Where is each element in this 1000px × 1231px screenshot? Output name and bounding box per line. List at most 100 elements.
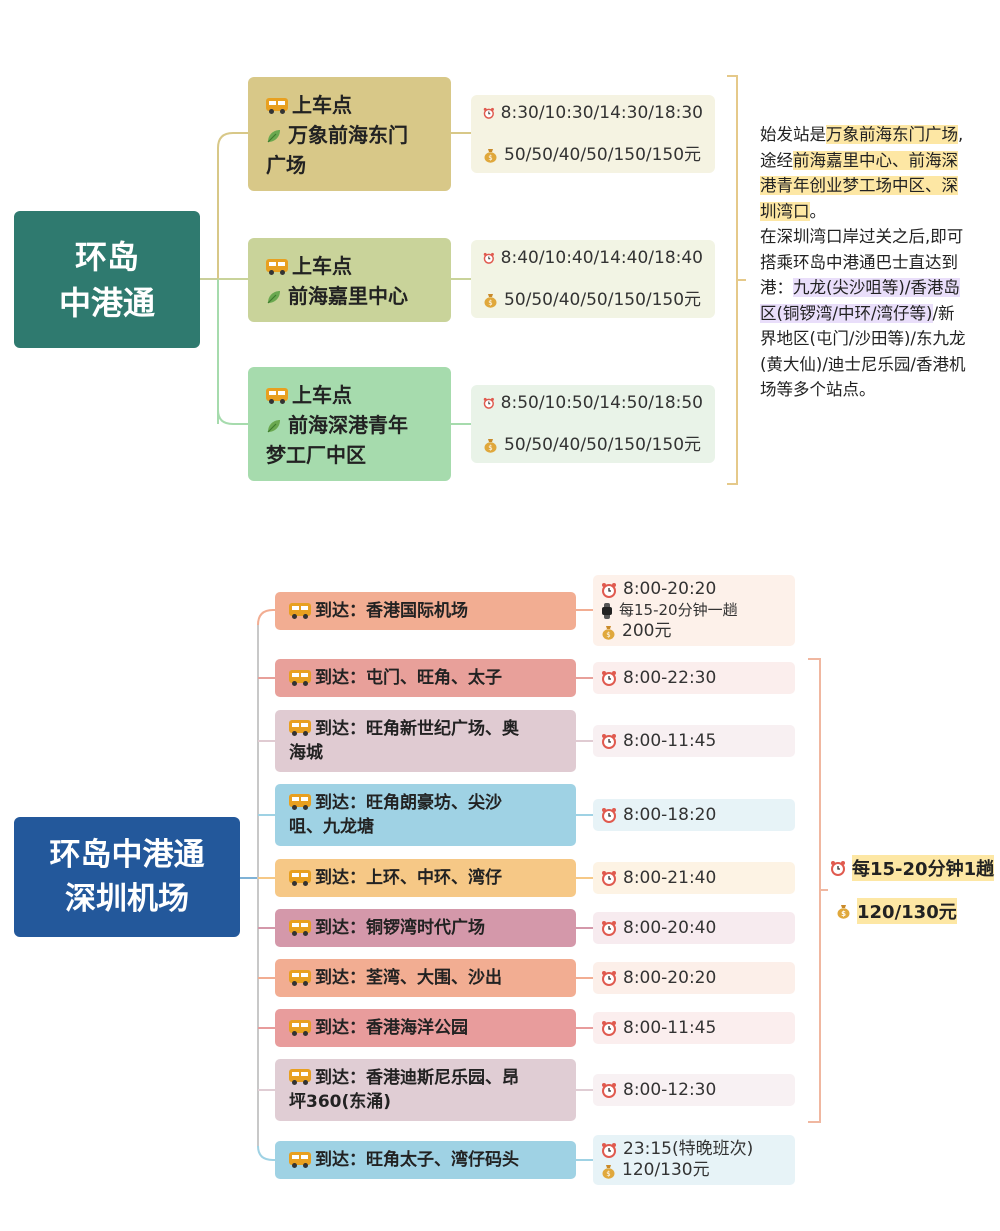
svg-text:$: $ [488, 154, 492, 162]
root-node-huandao: 环岛 中港通 [14, 211, 200, 348]
route-schedule: 8:00-20:40 [593, 912, 795, 944]
watch-icon [602, 602, 612, 619]
destination-label-cont: 咀、九龙塘 [289, 817, 374, 837]
route-destination: 到达：铜锣湾时代广场 [275, 909, 576, 947]
alarm-clock-icon [483, 252, 494, 264]
group-fare: 120/130元 [857, 898, 957, 924]
group-frequency: 每15-20分钟1趟 [852, 855, 995, 881]
pickup-place: 前海嘉里中心 [288, 284, 408, 308]
desc-text: (黄大仙)/迪士尼乐园/香港机 [760, 354, 966, 374]
departure-times: 8:40/10:40/14:40/18:40 [500, 248, 703, 268]
pickup-info: 8:30/10:30/14:30/18:30 $50/50/40/50/150/… [471, 95, 715, 173]
leaf-icon [267, 291, 280, 304]
bus-icon [289, 670, 311, 686]
route-description: 始发站是万象前海东门广场, 途经前海嘉里中心、前海深 港青年创业梦工场中区、深 … [760, 122, 996, 403]
pickup-node: 上车点 前海深港青年 梦工厂中区 [248, 367, 451, 481]
route-schedule: 8:00-20:20 [593, 962, 795, 994]
desc-text: 界地区(屯门/沙田等)/东九龙 [760, 329, 966, 348]
destination-label: 到达：旺角太子、湾仔码头 [315, 1150, 519, 1170]
desc-text: 场等多个站点。 [760, 380, 876, 399]
departure-times: 8:30/10:30/14:30/18:30 [500, 103, 703, 123]
svg-text:$: $ [606, 631, 610, 639]
pickup-place: 前海深港青年 [288, 413, 408, 437]
pickup-label: 上车点 [292, 254, 352, 278]
pickup-label: 上车点 [292, 93, 352, 117]
svg-text:$: $ [488, 299, 492, 307]
bus-icon [289, 794, 311, 810]
frequency: 每15-20分钟一趟 [619, 601, 738, 619]
pickup-place: 万象前海东门 [288, 123, 408, 147]
desc-text: 搭乘环岛中港通巴士直达到 [760, 252, 958, 272]
bus-icon [289, 1069, 311, 1085]
service-hours: 23:15(特晚班次) [623, 1139, 754, 1159]
bus-icon [289, 970, 311, 986]
money-bag-icon: $ [602, 1164, 615, 1179]
alarm-clock-icon [831, 861, 845, 876]
departure-times: 8:50/10:50/14:50/18:50 [500, 393, 703, 413]
service-hours: 8:00-11:45 [623, 730, 717, 751]
leaf-icon [267, 130, 280, 143]
bus-icon [289, 1152, 311, 1168]
desc-text: 港： [760, 278, 793, 297]
route-destination: 到达：香港海洋公园 [275, 1009, 576, 1047]
bus-icon [266, 388, 288, 404]
service-hours: 8:00-21:40 [623, 867, 717, 888]
group-note: 每15-20分钟1趟 $120/130元 [830, 855, 1000, 924]
pickup-info: 8:50/10:50/14:50/18:50 $50/50/40/50/150/… [471, 385, 715, 463]
desc-highlight: 区(铜锣湾/中环/湾仔等) [760, 303, 933, 323]
fare: 200元 [622, 621, 672, 641]
fare: 120/130元 [622, 1160, 710, 1180]
money-bag-icon: $ [484, 439, 497, 453]
route-schedule: 8:00-12:30 [593, 1074, 795, 1106]
bus-icon [289, 1020, 311, 1036]
alarm-clock-icon [602, 582, 616, 598]
alarm-clock-icon [602, 871, 616, 886]
desc-text: 途经 [760, 150, 793, 170]
bus-icon [289, 920, 311, 936]
service-hours: 8:00-20:20 [623, 967, 717, 988]
destination-label: 到达：香港迪斯尼乐园、昂 [315, 1068, 519, 1088]
route-schedule: 8:00-18:20 [593, 799, 795, 831]
route-schedule: 8:00-11:45 [593, 1012, 795, 1044]
desc-text: /新 [932, 303, 955, 323]
service-hours: 8:00-20:20 [623, 579, 717, 599]
route-schedule: 8:00-11:45 [593, 725, 795, 757]
service-hours: 8:00-11:45 [623, 1017, 717, 1038]
destination-label: 到达：荃湾、大围、沙出 [315, 968, 502, 988]
fare-prices: 50/50/40/50/150/150元 [504, 290, 702, 310]
money-bag-icon: $ [837, 905, 850, 919]
route-schedule: 8:00-22:30 [593, 662, 795, 694]
money-bag-icon: $ [484, 294, 497, 308]
desc-highlight: 九龙(尖沙咀等)/香港岛 [793, 278, 960, 297]
route-schedule: 8:00-21:40 [593, 862, 795, 894]
service-hours: 8:00-12:30 [623, 1079, 717, 1100]
service-hours: 8:00-18:20 [623, 804, 717, 825]
destination-label: 到达：香港国际机场 [315, 601, 468, 621]
route-destination: 到达：屯门、旺角、太子 [275, 659, 576, 697]
alarm-clock-icon [602, 808, 616, 823]
svg-text:$: $ [606, 1170, 610, 1178]
route-destination: 到达：上环、中环、湾仔 [275, 859, 576, 897]
route-destination: 到达：旺角新世纪广场、奥 海城 [275, 710, 576, 772]
pickup-place-cont: 广场 [266, 153, 306, 177]
money-bag-icon: $ [602, 625, 615, 640]
desc-text: 在深圳湾口岸过关之后,即可 [760, 227, 964, 246]
destination-label: 到达：香港海洋公园 [315, 1018, 468, 1038]
route-destination: 到达：旺角太子、湾仔码头 [275, 1141, 576, 1179]
bus-icon [289, 720, 311, 736]
desc-highlight: 港青年创业梦工场中区、深 [760, 176, 958, 195]
bus-icon [266, 259, 288, 275]
destination-label: 到达：屯门、旺角、太子 [315, 668, 502, 688]
alarm-clock-icon [602, 971, 616, 986]
pickup-node: 上车点 前海嘉里中心 [248, 238, 451, 322]
bus-icon [266, 98, 288, 114]
route-destination: 到达：旺角朗豪坊、尖沙 咀、九龙塘 [275, 784, 576, 846]
alarm-clock-icon [602, 671, 616, 686]
pickup-label: 上车点 [292, 383, 352, 407]
money-bag-icon: $ [484, 149, 497, 163]
pickup-place-cont: 梦工厂中区 [266, 443, 366, 467]
fare-prices: 50/50/40/50/150/150元 [504, 435, 702, 455]
pickup-info: 8:40/10:40/14:40/18:40 $50/50/40/50/150/… [471, 240, 715, 318]
route-destination: 到达：香港国际机场 [275, 592, 576, 630]
